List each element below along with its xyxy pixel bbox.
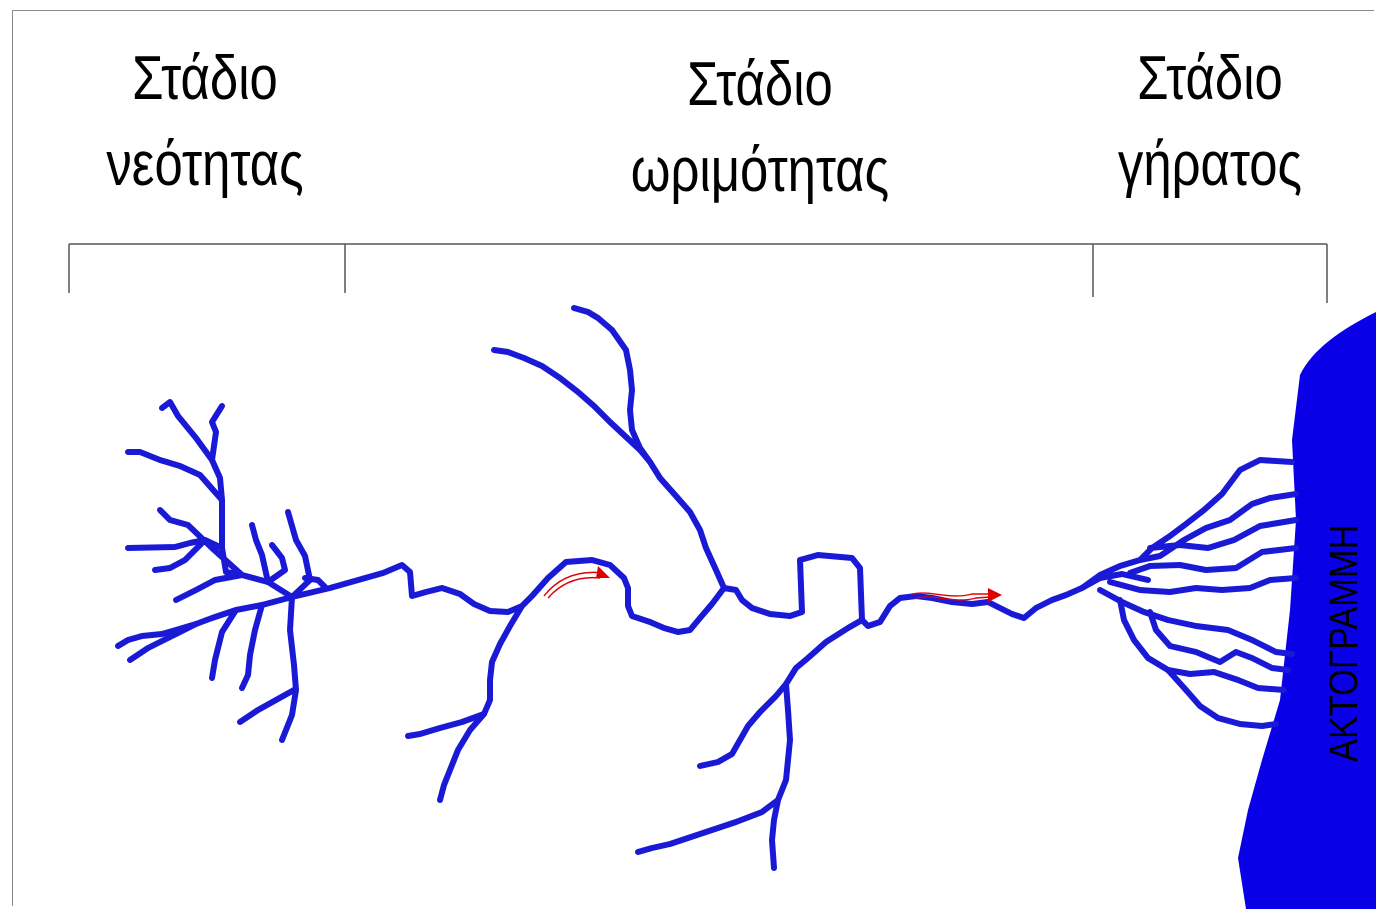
stage-old-age-label: Στάδιο γήρατος bbox=[1087, 36, 1333, 208]
stage-youth-label: Στάδιο νεότητας bbox=[70, 36, 341, 208]
maturity-tributary-south-east-spur bbox=[769, 797, 781, 871]
maturity-tributary-north-long bbox=[491, 347, 727, 591]
flow-arrow-old-age-curve bbox=[915, 596, 991, 601]
youth-branch-d bbox=[125, 537, 225, 551]
flow-arrowhead-maturity bbox=[596, 566, 610, 578]
youth-branch-n bbox=[127, 621, 199, 663]
youth-branch-a bbox=[159, 399, 215, 463]
river-network bbox=[115, 305, 1299, 871]
sea-body bbox=[1238, 312, 1376, 909]
maturity-tributary-south-west bbox=[437, 603, 525, 803]
maturity-tributary-south-east-long bbox=[635, 681, 793, 855]
diagram-frame bbox=[12, 10, 1374, 906]
main-channel bbox=[289, 552, 1151, 635]
stage-youth-line2: νεότητας bbox=[106, 130, 304, 199]
youth-branch-l bbox=[239, 602, 265, 691]
stage-maturity-line2: ωριμότητας bbox=[630, 136, 890, 205]
stage-old-age-line2: γήρατος bbox=[1117, 130, 1303, 199]
coastline-label: ΑΚΤΟΓΡΑΜΜΗ bbox=[1321, 525, 1366, 762]
distributary-7 bbox=[1117, 597, 1287, 693]
maturity-tributary-south-east bbox=[697, 617, 865, 769]
distributary-6 bbox=[1097, 587, 1295, 657]
youth-branch-i bbox=[285, 509, 313, 600]
youth-branch-c bbox=[125, 449, 225, 503]
youth-branch-k bbox=[115, 594, 295, 649]
stage-maturity-label: Στάδιο ωριμότητας bbox=[596, 42, 924, 214]
stage-youth-line1: Στάδιο bbox=[132, 44, 278, 113]
youth-branch-e bbox=[152, 537, 208, 573]
distributary-5 bbox=[1107, 575, 1299, 595]
stage-brackets bbox=[68, 243, 1328, 303]
distributary-1 bbox=[1079, 457, 1295, 591]
maturity-tributary-south-west-spur bbox=[405, 711, 487, 739]
distributary-2 bbox=[1137, 491, 1299, 563]
youth-branch-p bbox=[237, 687, 297, 725]
stage-old-age-line1: Στάδιο bbox=[1137, 44, 1283, 113]
youth-branch-g bbox=[249, 522, 271, 585]
distributary-3 bbox=[1147, 517, 1299, 551]
youth-branch-h bbox=[265, 542, 288, 585]
youth-branch-j bbox=[302, 575, 329, 591]
distributary-4 bbox=[1127, 545, 1299, 576]
youth-branch-f bbox=[173, 572, 245, 603]
flow-arrow-maturity-curve bbox=[547, 576, 601, 599]
maturity-tributary-north-short bbox=[571, 305, 653, 465]
youth-branch-m bbox=[209, 607, 239, 681]
flow-arrow-old-age bbox=[911, 592, 992, 597]
distributary-9 bbox=[1165, 667, 1279, 729]
youth-branch-b bbox=[157, 507, 245, 578]
flow-arrowhead-old-age bbox=[988, 588, 1002, 602]
distributary-8 bbox=[1147, 609, 1291, 673]
stage-maturity-line1: Στάδιο bbox=[687, 50, 833, 119]
youth-branch-o bbox=[279, 594, 299, 743]
